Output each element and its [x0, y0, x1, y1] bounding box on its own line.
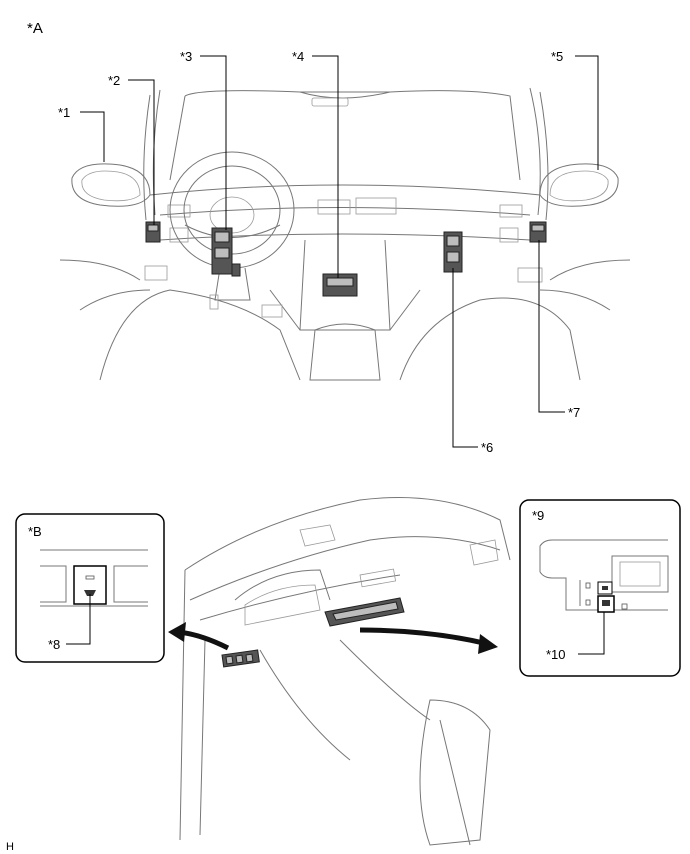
part-steering-ecu [211, 227, 241, 277]
arrow-to-view-c [359, 627, 489, 647]
part-center-switch-panel [324, 597, 405, 627]
callout-1: *1 [58, 105, 70, 120]
leader-8 [66, 594, 91, 645]
part-console-ecu [322, 273, 358, 297]
callout-2: *2 [108, 73, 120, 88]
callout-5: *5 [551, 49, 563, 64]
callout-3: *3 [180, 49, 192, 64]
arrow-to-view-b [177, 629, 230, 651]
leader-2 [128, 79, 155, 225]
callout-6: *6 [481, 440, 493, 455]
part-lower-switch-cluster [221, 649, 260, 668]
leader-4 [312, 55, 339, 278]
mirror-right [539, 163, 619, 207]
view-label-a: *A [27, 20, 43, 37]
callout-10: *10 [546, 647, 566, 662]
callout-4: *4 [292, 49, 304, 64]
view-b-inset: *B *8 [15, 513, 165, 663]
part-switch-c [585, 581, 628, 613]
part-right-door-module [529, 221, 547, 243]
leader-6 [452, 268, 478, 448]
part-left-door-module [145, 221, 161, 243]
leader-7 [538, 240, 565, 413]
leader-10 [578, 612, 605, 655]
part-passenger-ecu [443, 231, 463, 273]
button-icon [602, 600, 610, 606]
wiper-icon [84, 590, 96, 596]
button-icon [602, 586, 608, 590]
mirror-left [71, 163, 151, 207]
view-label-c: *9 [532, 508, 544, 523]
callout-7: *7 [568, 405, 580, 420]
leader-3 [200, 55, 227, 230]
figure-code: H [6, 841, 14, 853]
leader-1 [80, 111, 105, 162]
arrow-head-left [168, 622, 186, 642]
view-label-b: *B [28, 524, 42, 539]
dashboard-perspective-view [168, 497, 511, 846]
leader-5 [575, 55, 599, 170]
arrow-head-right [478, 634, 498, 654]
view-c-inset: *9 *10 [519, 499, 681, 677]
callout-8: *8 [48, 637, 60, 652]
view-a-interior: *A *1 *2 *3 *4 *5 *6 *7 [27, 20, 631, 455]
